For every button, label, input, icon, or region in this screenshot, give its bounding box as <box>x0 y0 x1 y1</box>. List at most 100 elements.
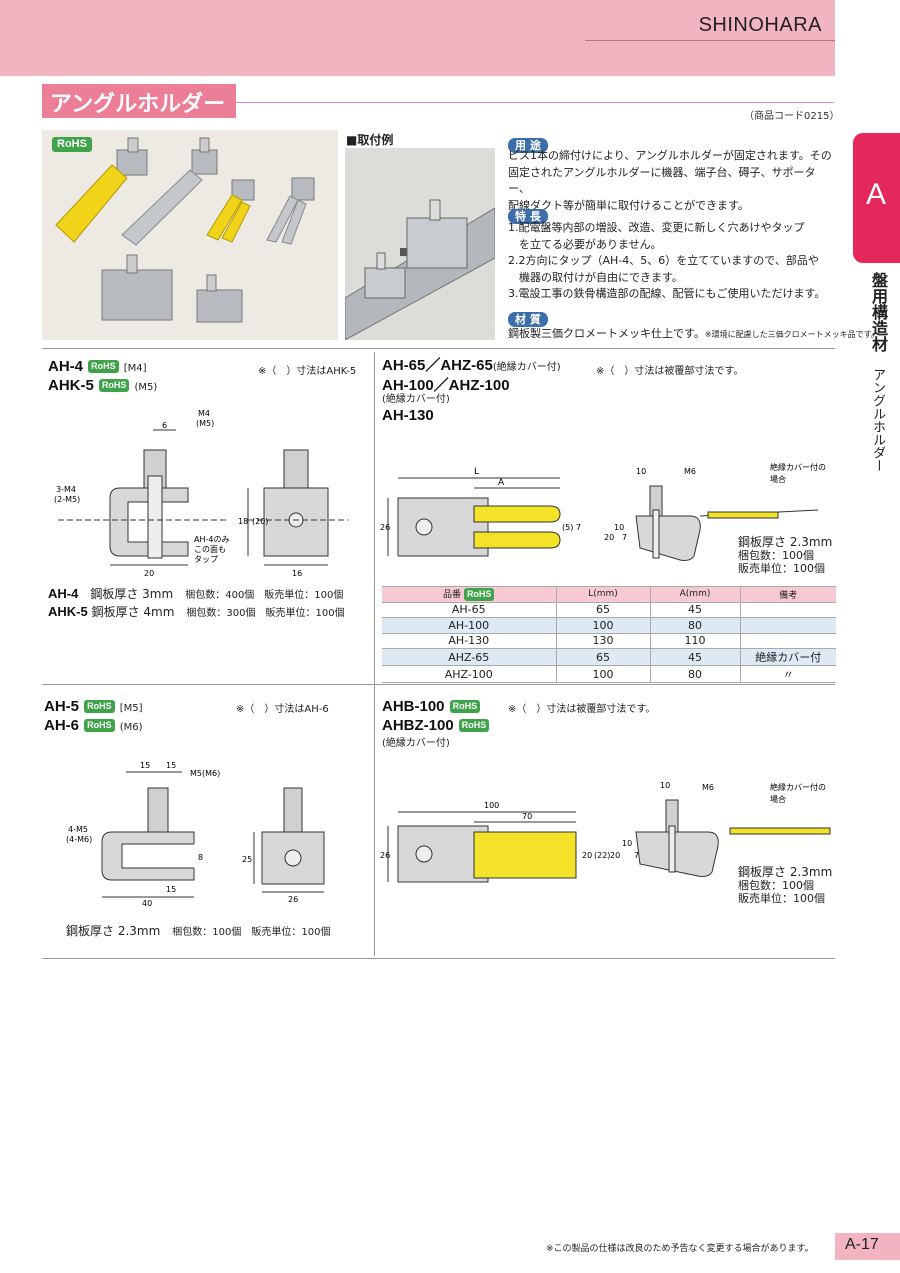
sec4-drawing: 100 70 26 20 (22) 20 10 M6 10 7 絶縁カバー付の … <box>378 776 838 900</box>
sec1-note: ※（ ）寸法はAHK-5 <box>258 366 357 377</box>
dim-26: 26 <box>380 851 390 860</box>
sec3-note: ※（ ）寸法はAH-6 <box>236 704 329 715</box>
divider <box>42 684 835 685</box>
sec1-heading: AH-4 RoHS [M4] AHK-5 RoHS (M5) <box>48 358 158 394</box>
brand-logo: SHINOHARA <box>698 14 822 36</box>
title-rule <box>236 102 834 103</box>
holder-box-small <box>196 274 243 323</box>
dim-10b: 10 <box>622 839 632 848</box>
dim-70: 70 <box>522 812 532 821</box>
dim-10: 10 <box>660 781 670 790</box>
dim-7: 7 <box>576 523 581 532</box>
dim-100: 100 <box>484 801 499 810</box>
divider <box>374 352 375 956</box>
dim-15a: 15 <box>140 761 150 770</box>
th-L: L(mm) <box>555 586 650 603</box>
dim-L: L <box>474 467 479 477</box>
section-letter: A <box>866 178 887 211</box>
sec2-specs: 鋼板厚さ 2.3mm 梱包数：100個 販売単位：100個 <box>738 535 833 576</box>
dim-20p: (20) <box>252 517 268 526</box>
header-rule <box>585 40 835 41</box>
features-text: 1.配電盤等内部の増設、改造、変更に新しく穴あけやタップ を立てる必要がありませ… <box>508 221 826 300</box>
features-tag: 特 長 <box>508 205 548 224</box>
dim-26: 26 <box>288 895 298 904</box>
holder-small-plain <box>266 177 315 245</box>
dim-7: 7 <box>634 851 639 860</box>
holder-with-arm-2 <box>121 137 218 246</box>
dim-10b: 10 <box>614 523 624 532</box>
holder-small-yellow <box>206 179 255 243</box>
sec2-note: ※（ ）寸法は被覆部寸法です。 <box>596 366 744 377</box>
tap-note-2: この面も <box>194 545 226 554</box>
header-band <box>0 0 835 76</box>
dim-20b: 20 <box>610 851 620 860</box>
dim-m4: M4 <box>198 409 210 418</box>
dim-m5: M5(M6) <box>190 769 220 778</box>
dim-3-m4: 3-M4 <box>56 485 76 494</box>
sec3-heading: AH-5 RoHS [M5] AH-6 RoHS (M6) <box>44 698 143 734</box>
holder-with-arm-1 <box>55 137 148 243</box>
th-part: 品番 RoHS <box>382 586 556 603</box>
dim-A: A <box>498 478 505 488</box>
page-number-box <box>835 1233 900 1260</box>
dim-16: 16 <box>292 569 302 578</box>
dim-20: 20 <box>582 851 592 860</box>
th-A: A(mm) <box>649 586 740 603</box>
cover-note-2: 場合 <box>770 474 786 484</box>
footer-note: ※この製品の仕様は改良のため予告なく変更する場合があります。 <box>546 1244 814 1254</box>
category-label: 盤用構造材 <box>869 272 888 352</box>
rohs-badge: RoHS <box>52 134 92 153</box>
holder-box-large <box>101 254 173 321</box>
dim-m6: M6 <box>684 467 696 476</box>
sec1-specs: AH-4 鋼板厚さ 3mm 梱包数：400個 販売単位：100個 AHK-5 鋼… <box>48 586 345 619</box>
th-remark: 備考 <box>739 586 836 603</box>
sec2-heading: AH-65／AHZ-65(絶縁カバー付) AH-100／AHZ-100 (絶縁カ… <box>382 357 561 424</box>
dim-22: (22) <box>594 851 610 860</box>
dim-15c: 15 <box>166 885 176 894</box>
cover-note-2: 場合 <box>770 794 786 804</box>
dim-18: 18 <box>238 517 248 526</box>
dim-40: 40 <box>142 899 152 908</box>
dim-25: 25 <box>242 855 252 864</box>
dim-7b: 7 <box>622 533 627 542</box>
tap-note-3: タップ <box>194 555 218 564</box>
divider <box>42 348 835 349</box>
tap-note-1: AH-4のみ <box>194 535 229 544</box>
sec2-drawing: L A 26 (5) 7 10 M6 20 10 7 絶縁カバー付の 場合 <box>378 460 838 582</box>
material-tag: 材 質 <box>508 308 548 327</box>
material-text: 鋼板製三価クロメートメッキ仕上です。※環境に配慮した三価クロメートメッキ品です。 <box>508 327 879 340</box>
dim-8: 8 <box>198 853 203 862</box>
dim-26: 26 <box>380 523 390 532</box>
dim-6: 6 <box>162 421 167 430</box>
dim-m6: M6 <box>702 783 714 792</box>
dim-20: 20 <box>604 533 614 542</box>
page-number: A-17 <box>845 1236 879 1253</box>
dim-2-m5: (2-M5) <box>54 495 80 504</box>
page-title: アングルホルダー <box>50 92 226 117</box>
sec4-heading: AHB-100 RoHS AHBZ-100 RoHS (絶縁カバー付) <box>382 696 490 749</box>
dim-5: (5) <box>562 523 573 532</box>
sec3-drawing: 15 15 M5(M6) 4-M5 (4-M6) 8 15 40 25 26 <box>54 752 354 916</box>
usage-text: ビス1本の締付けにより、アングルホルダーが固定されます。その 固定されたアングル… <box>508 149 832 212</box>
dim-15b: 15 <box>166 761 176 770</box>
product-code: （商品コード0215） <box>744 111 840 122</box>
divider <box>42 958 835 959</box>
mount-example-label: ■取付例 <box>346 133 394 147</box>
sec1-drawing: M4 (M5) 6 3-M4 (2-M5) 18 (20) 20 16 AH-4… <box>48 400 368 584</box>
product-photo <box>42 130 338 340</box>
dim-20: 20 <box>144 569 154 578</box>
item-label: アングルホルダー <box>870 368 885 472</box>
dim-10: 10 <box>636 467 646 476</box>
sec4-specs: 鋼板厚さ 2.3mm 梱包数：100個 販売単位：100個 <box>738 865 833 906</box>
mount-example-photo <box>344 148 496 341</box>
usage-tag: 用 途 <box>508 134 548 153</box>
cover-note-1: 絶縁カバー付の <box>770 782 826 792</box>
dim-4-m6: (4-M6) <box>66 835 92 844</box>
dim-m5: (M5) <box>196 419 214 428</box>
